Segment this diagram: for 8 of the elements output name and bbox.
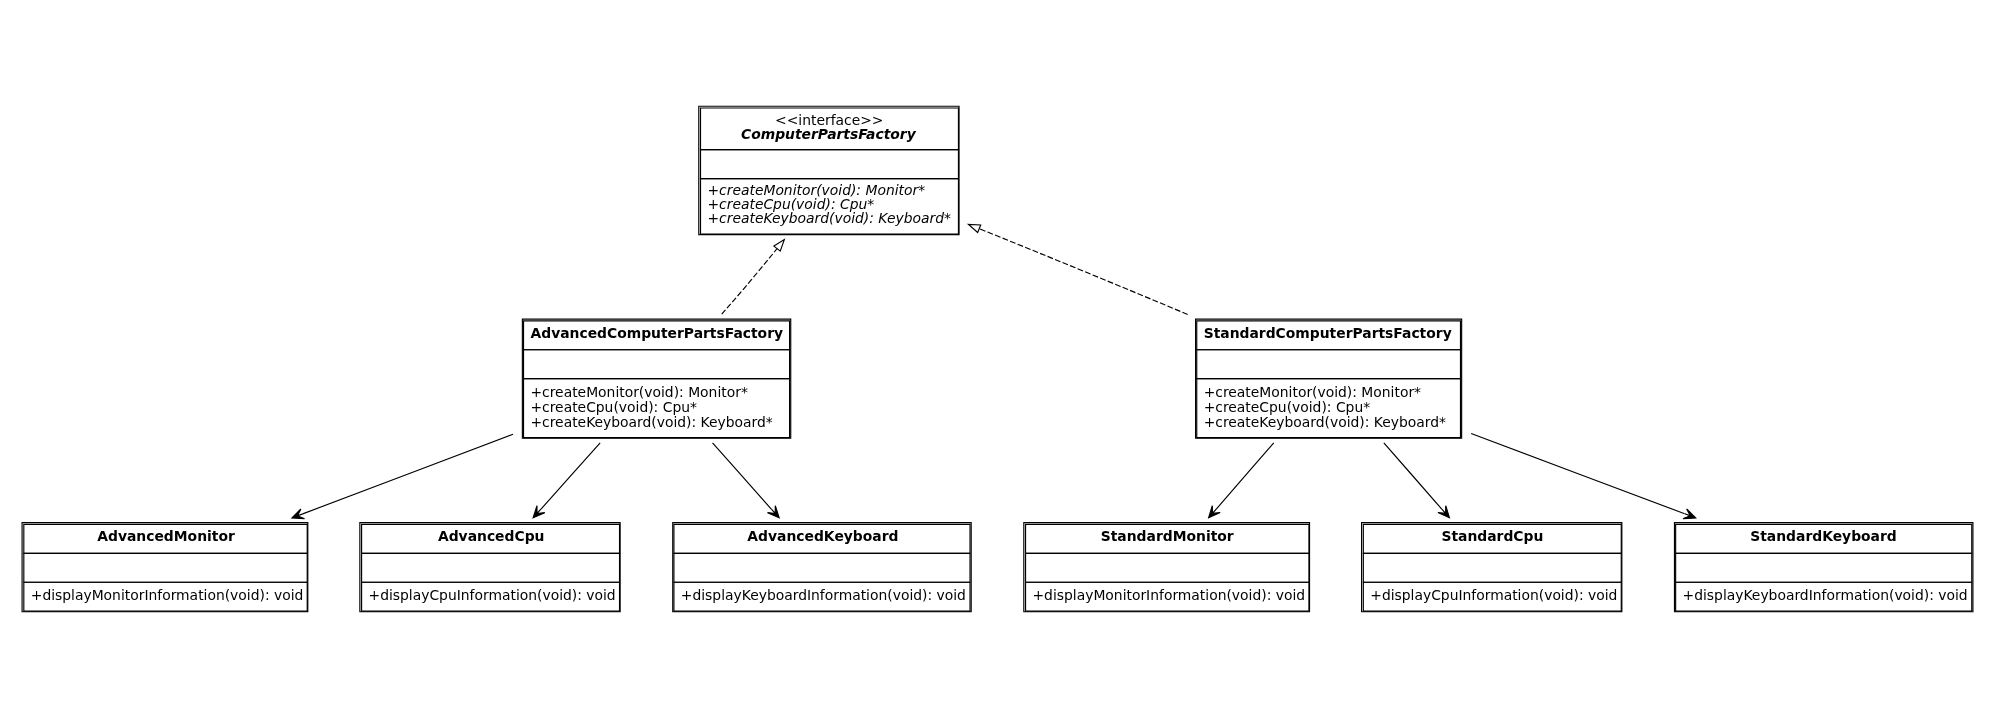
arrow — [721, 237, 786, 315]
arrow — [1470, 432, 1697, 519]
arrow — [1383, 441, 1451, 518]
arrow — [711, 441, 780, 518]
arrow — [1208, 441, 1275, 518]
arrow — [291, 433, 514, 519]
arrow — [532, 441, 601, 518]
arrow — [966, 223, 1189, 315]
